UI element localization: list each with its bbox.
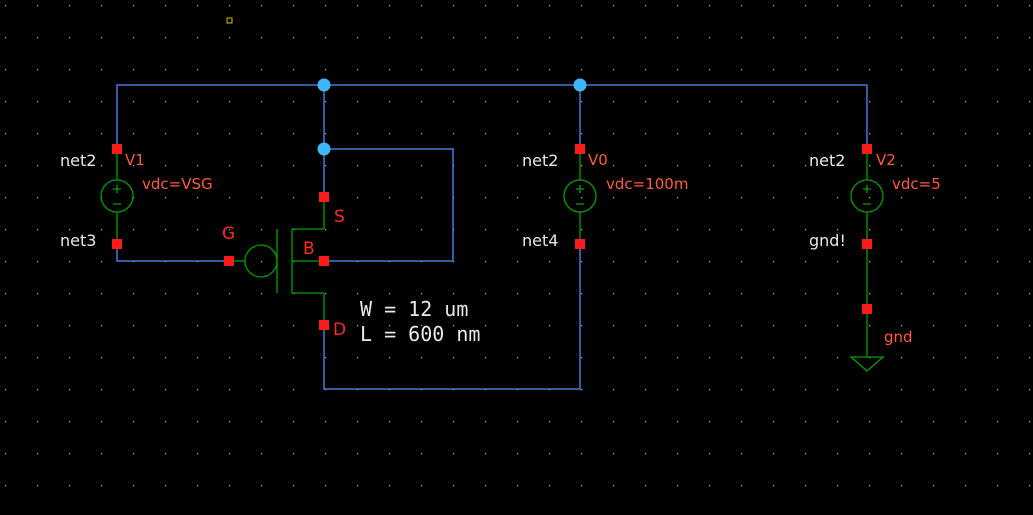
pin-gate [224, 256, 234, 266]
pin-source [319, 192, 329, 202]
net-label-v2-bottom: gnd! [809, 231, 846, 250]
grid-dots [5, 5, 1031, 487]
pin-v0-minus [575, 239, 585, 249]
pmos-transistor[interactable] [229, 197, 325, 325]
pin-v1-minus [112, 239, 122, 249]
junction-dot [317, 78, 331, 92]
junction-dot [317, 142, 331, 156]
net-label-v1-top: net2 [60, 151, 96, 170]
instance-name-v1: V1 [125, 151, 145, 169]
gate-pin-label: G [222, 224, 235, 244]
voltage-source-v0[interactable] [563, 149, 597, 244]
wire-net3-gate [116, 244, 229, 262]
voltage-source-v1[interactable] [100, 149, 134, 244]
voltage-source-v2[interactable] [850, 149, 884, 244]
pin-drain [319, 320, 329, 330]
wire-bulk-tie [324, 148, 454, 262]
pin-v0-plus [575, 144, 585, 154]
junction-dot [573, 78, 587, 92]
pin-bulk [319, 256, 329, 266]
pin-v1-plus [112, 144, 122, 154]
junctions [317, 78, 587, 156]
pin-gnd [862, 304, 872, 314]
pin-v2-minus [862, 239, 872, 249]
wire-net2-top [116, 84, 868, 149]
net-label-v1-bottom: net3 [60, 231, 96, 250]
pins[interactable] [112, 144, 872, 330]
selection-marker [226, 17, 233, 24]
instance-param-v2: vdc=5 [892, 175, 941, 193]
wire-net4-drain [323, 244, 581, 390]
net-label-v0-bottom: net4 [522, 231, 558, 250]
ground-label: gnd [884, 328, 913, 346]
instance-name-v0: V0 [588, 151, 608, 169]
pin-v2-plus [862, 144, 872, 154]
instance-name-v2: V2 [876, 151, 896, 169]
bulk-pin-label: B [303, 239, 315, 259]
drain-pin-label: D [333, 320, 346, 340]
net-label-v0-top: net2 [522, 151, 558, 170]
source-pin-label: S [334, 207, 345, 227]
net-label-v2-top: net2 [809, 151, 845, 170]
ground-symbol[interactable] [849, 244, 885, 372]
instance-param-v1: vdc=VSG [142, 175, 213, 193]
wires[interactable] [116, 84, 868, 390]
transistor-length-label: L = 600 nm [360, 322, 480, 346]
instance-param-v0: vdc=100m [606, 175, 688, 193]
transistor-width-label: W = 12 um [360, 297, 468, 321]
